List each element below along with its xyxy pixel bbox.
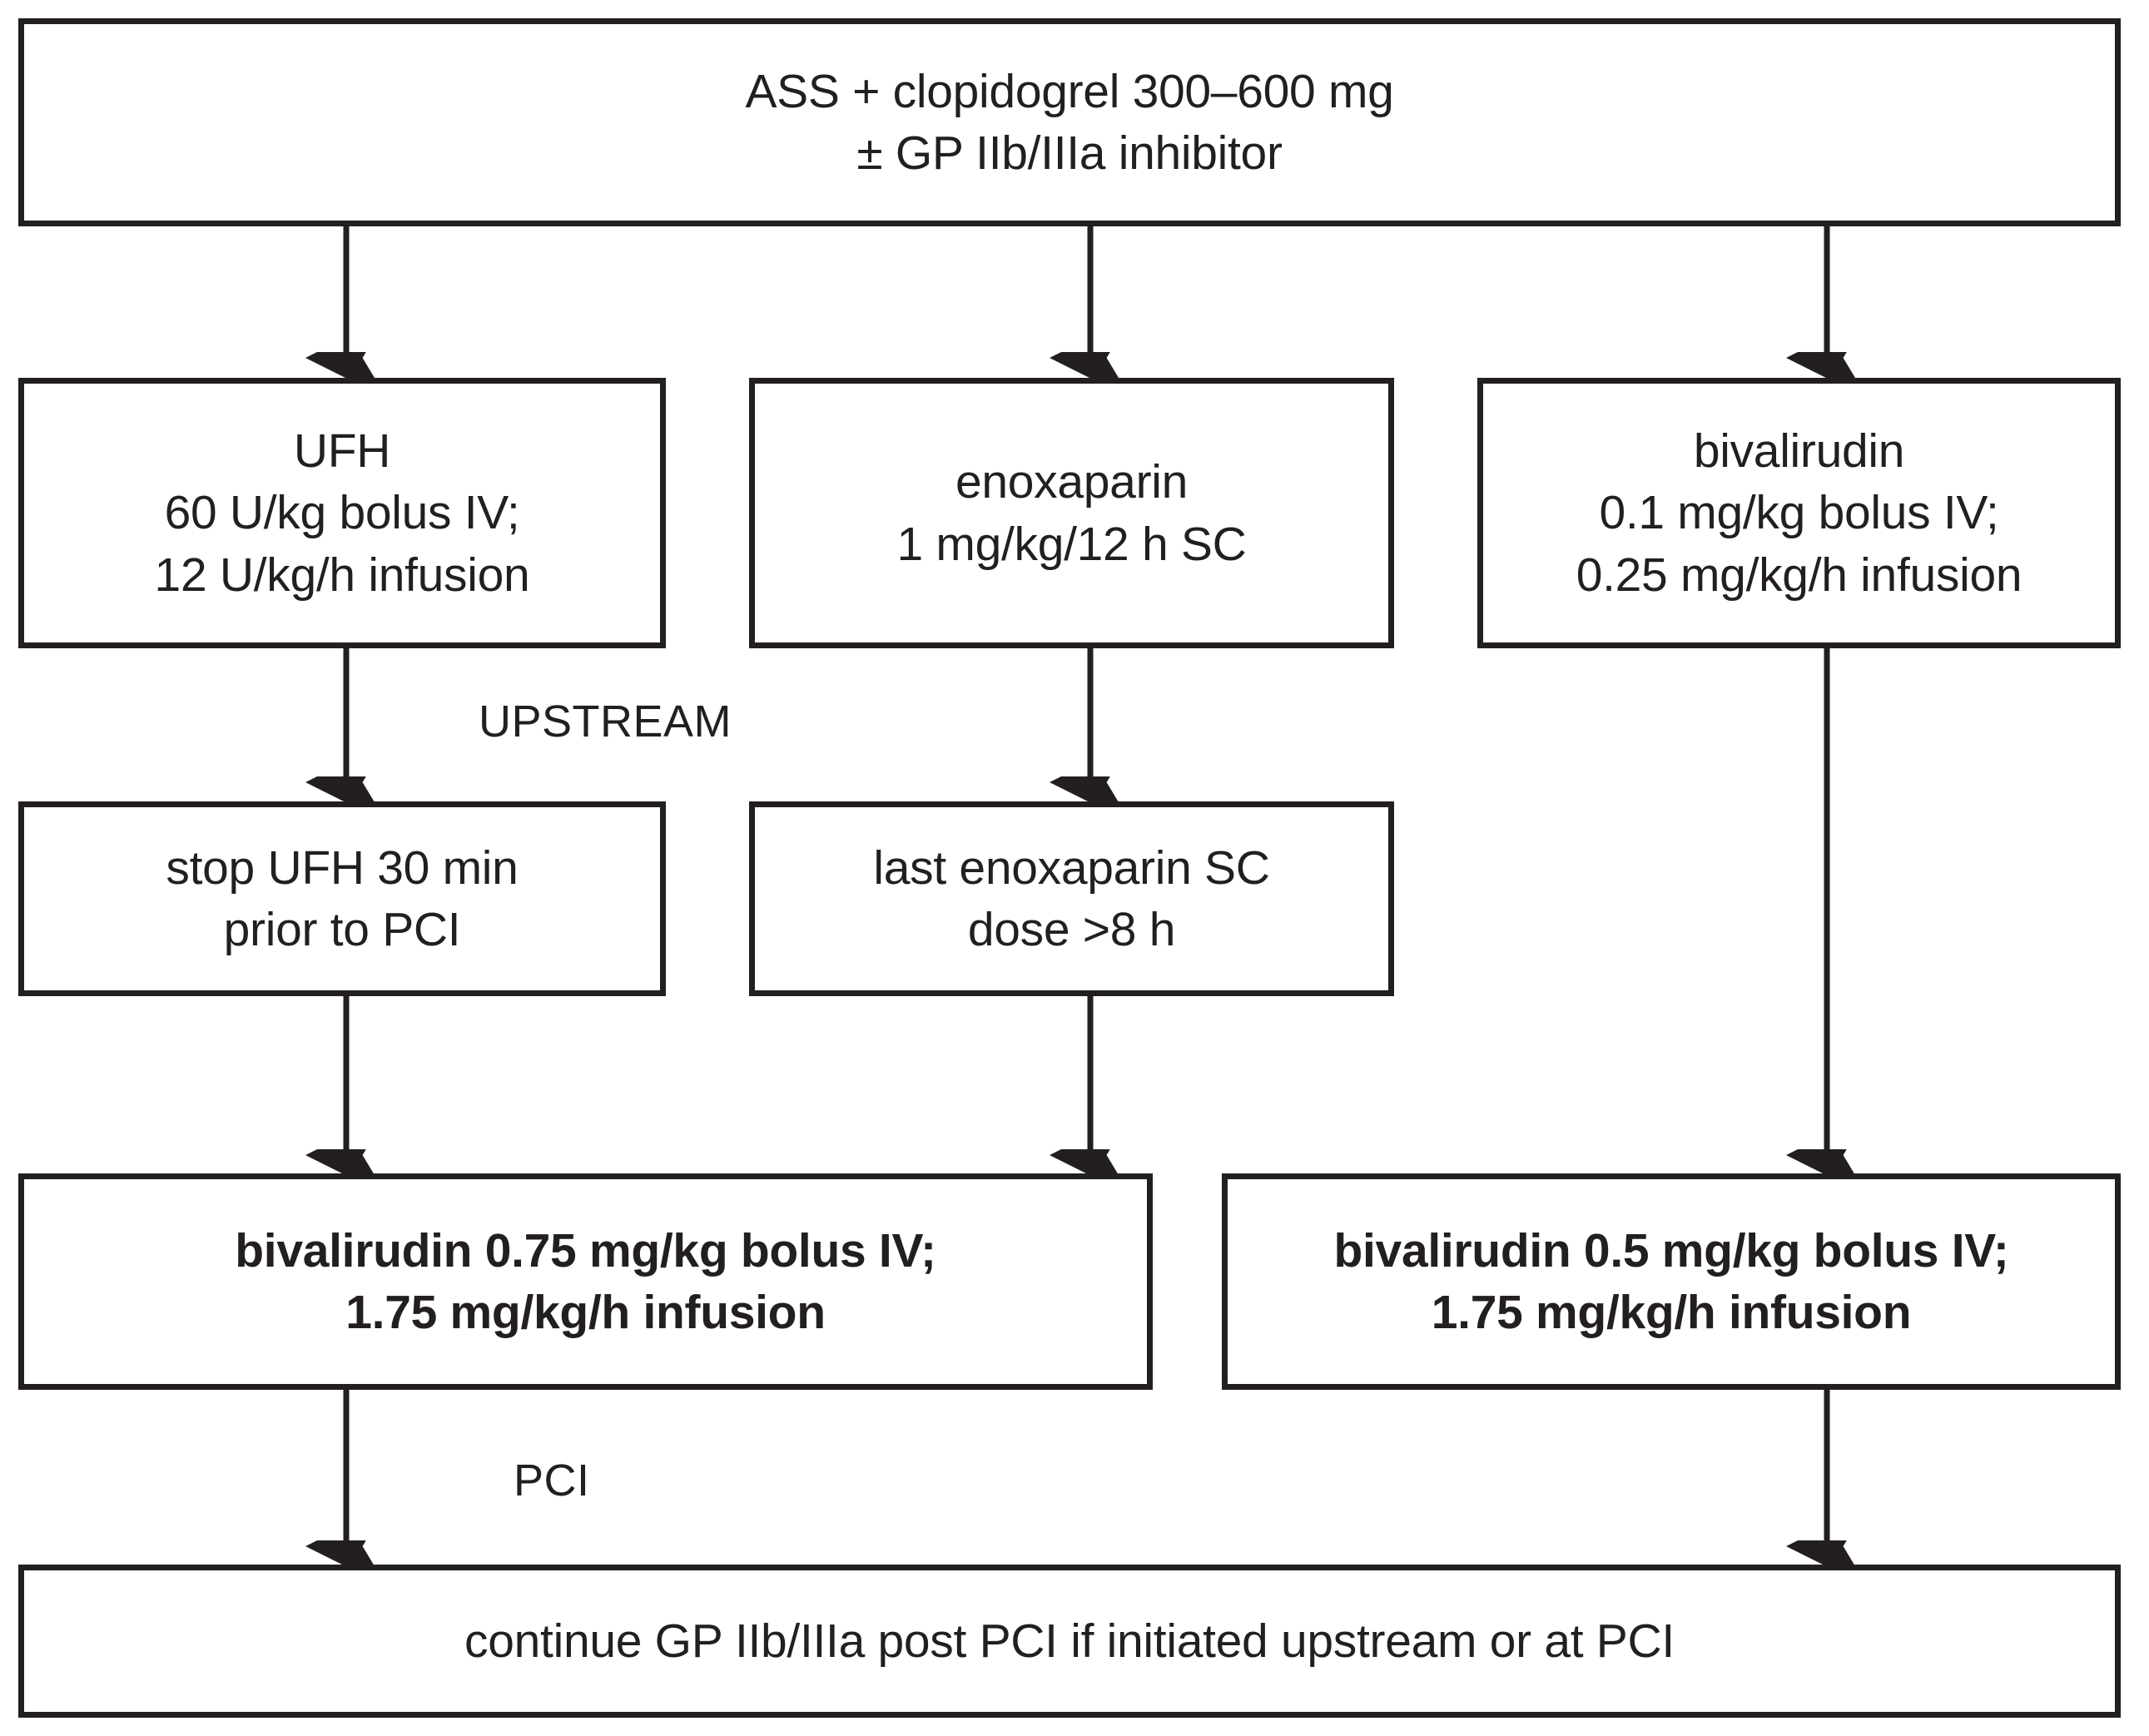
- node-last-enoxaparin-line-2: dose >8 h: [967, 903, 1176, 956]
- node-ufh: UFH 60 U/kg bolus IV; 12 U/kg/h infusion: [18, 378, 666, 648]
- node-ufh-line-1: UFH: [293, 424, 391, 479]
- node-bivalirudin-pci-0-5-line-2: 1.75 mg/kg/h infusion: [1431, 1286, 1912, 1339]
- node-stop-ufh: stop UFH 30 min prior to PCI: [18, 801, 666, 996]
- node-continue-gp-inhibitor-line-1: continue GP IIb/IIIa post PCI if initiat…: [464, 1614, 1675, 1668]
- node-bivalirudin-pci-0-75-line-2: 1.75 mg/kg/h infusion: [345, 1286, 826, 1339]
- node-antiplatelet-therapy: ASS + clopidogrel 300–600 mg ± GP IIb/II…: [18, 18, 2121, 226]
- phase-label-upstream: UPSTREAM: [479, 697, 732, 746]
- node-stop-ufh-line-1: stop UFH 30 min: [166, 841, 519, 895]
- node-antiplatelet-line-1: ASS + clopidogrel 300–600 mg: [745, 64, 1394, 118]
- node-antiplatelet-line-2: ± GP IIb/IIIa inhibitor: [856, 126, 1283, 180]
- node-bivalirudin-pci-0-75-line-1: bivalirudin 0.75 mg/kg bolus IV;: [235, 1223, 936, 1277]
- node-bivalirudin-upstream-line-1: bivalirudin: [1693, 424, 1905, 479]
- node-bivalirudin-pci-0-5: bivalirudin 0.5 mg/kg bolus IV; 1.75 mg/…: [1222, 1173, 2121, 1390]
- node-enoxaparin-line-2: 1 mg/kg/12 h SC: [896, 517, 1247, 571]
- node-ufh-line-3: 12 U/kg/h infusion: [154, 548, 530, 602]
- node-last-enoxaparin-dose: last enoxaparin SC dose >8 h: [749, 801, 1394, 996]
- node-last-enoxaparin-line-1: last enoxaparin SC: [873, 841, 1270, 895]
- node-bivalirudin-upstream-line-3: 0.25 mg/kg/h infusion: [1576, 548, 2022, 602]
- node-enoxaparin: enoxaparin 1 mg/kg/12 h SC: [749, 378, 1394, 648]
- node-ufh-line-2: 60 U/kg bolus IV;: [164, 486, 520, 540]
- phase-label-pci: PCI: [514, 1456, 590, 1505]
- node-stop-ufh-line-2: prior to PCI: [223, 903, 461, 956]
- node-bivalirudin-upstream-line-2: 0.1 mg/kg bolus IV;: [1599, 486, 1999, 540]
- node-bivalirudin-pci-0-5-line-1: bivalirudin 0.5 mg/kg bolus IV;: [1333, 1223, 2009, 1277]
- node-continue-gp-inhibitor: continue GP IIb/IIIa post PCI if initiat…: [18, 1565, 2121, 1718]
- node-enoxaparin-line-1: enoxaparin: [955, 455, 1189, 509]
- node-bivalirudin-upstream: bivalirudin 0.1 mg/kg bolus IV; 0.25 mg/…: [1477, 378, 2121, 648]
- node-bivalirudin-pci-0-75: bivalirudin 0.75 mg/kg bolus IV; 1.75 mg…: [18, 1173, 1153, 1390]
